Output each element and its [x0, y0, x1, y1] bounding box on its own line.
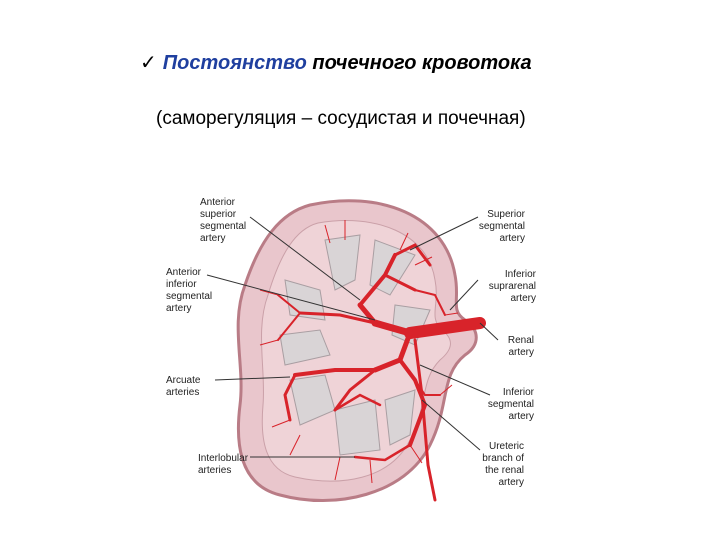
title-highlight: Постоянство [162, 52, 307, 74]
slide-title: ✓Постоянство почечного кровотока [140, 50, 532, 75]
label-inferior-suprarenal: Inferior suprarenal artery [488, 269, 536, 304]
interlobular-branches [259, 220, 459, 484]
slide-subtitle: (саморегуляция – сосудистая и почечная) [156, 108, 526, 129]
kidney-diagram: Anterior superior segmental artery Anter… [160, 195, 540, 505]
kidney-illustration [206, 199, 499, 502]
label-anterior-superior: Anterior superior segmental artery [200, 197, 247, 244]
label-renal: Renal artery [507, 335, 534, 358]
label-inferior-segmental: Inferior segmental artery [487, 387, 534, 422]
check-icon: ✓ [140, 50, 157, 74]
label-leaders [206, 216, 499, 458]
label-superior-segmental: Superior segmental artery [478, 209, 525, 244]
label-interlobular: Interlobular arteries [198, 453, 249, 476]
renal-pyramids [279, 234, 431, 456]
label-arcuate: Arcuate arteries [166, 375, 201, 398]
label-anterior-inferior: Anterior inferior segmental artery [166, 267, 213, 314]
label-ureteric: Ureteric branch of the renal artery [482, 441, 524, 488]
title-rest: почечного кровотока [312, 52, 532, 74]
artery-tree [277, 243, 486, 502]
